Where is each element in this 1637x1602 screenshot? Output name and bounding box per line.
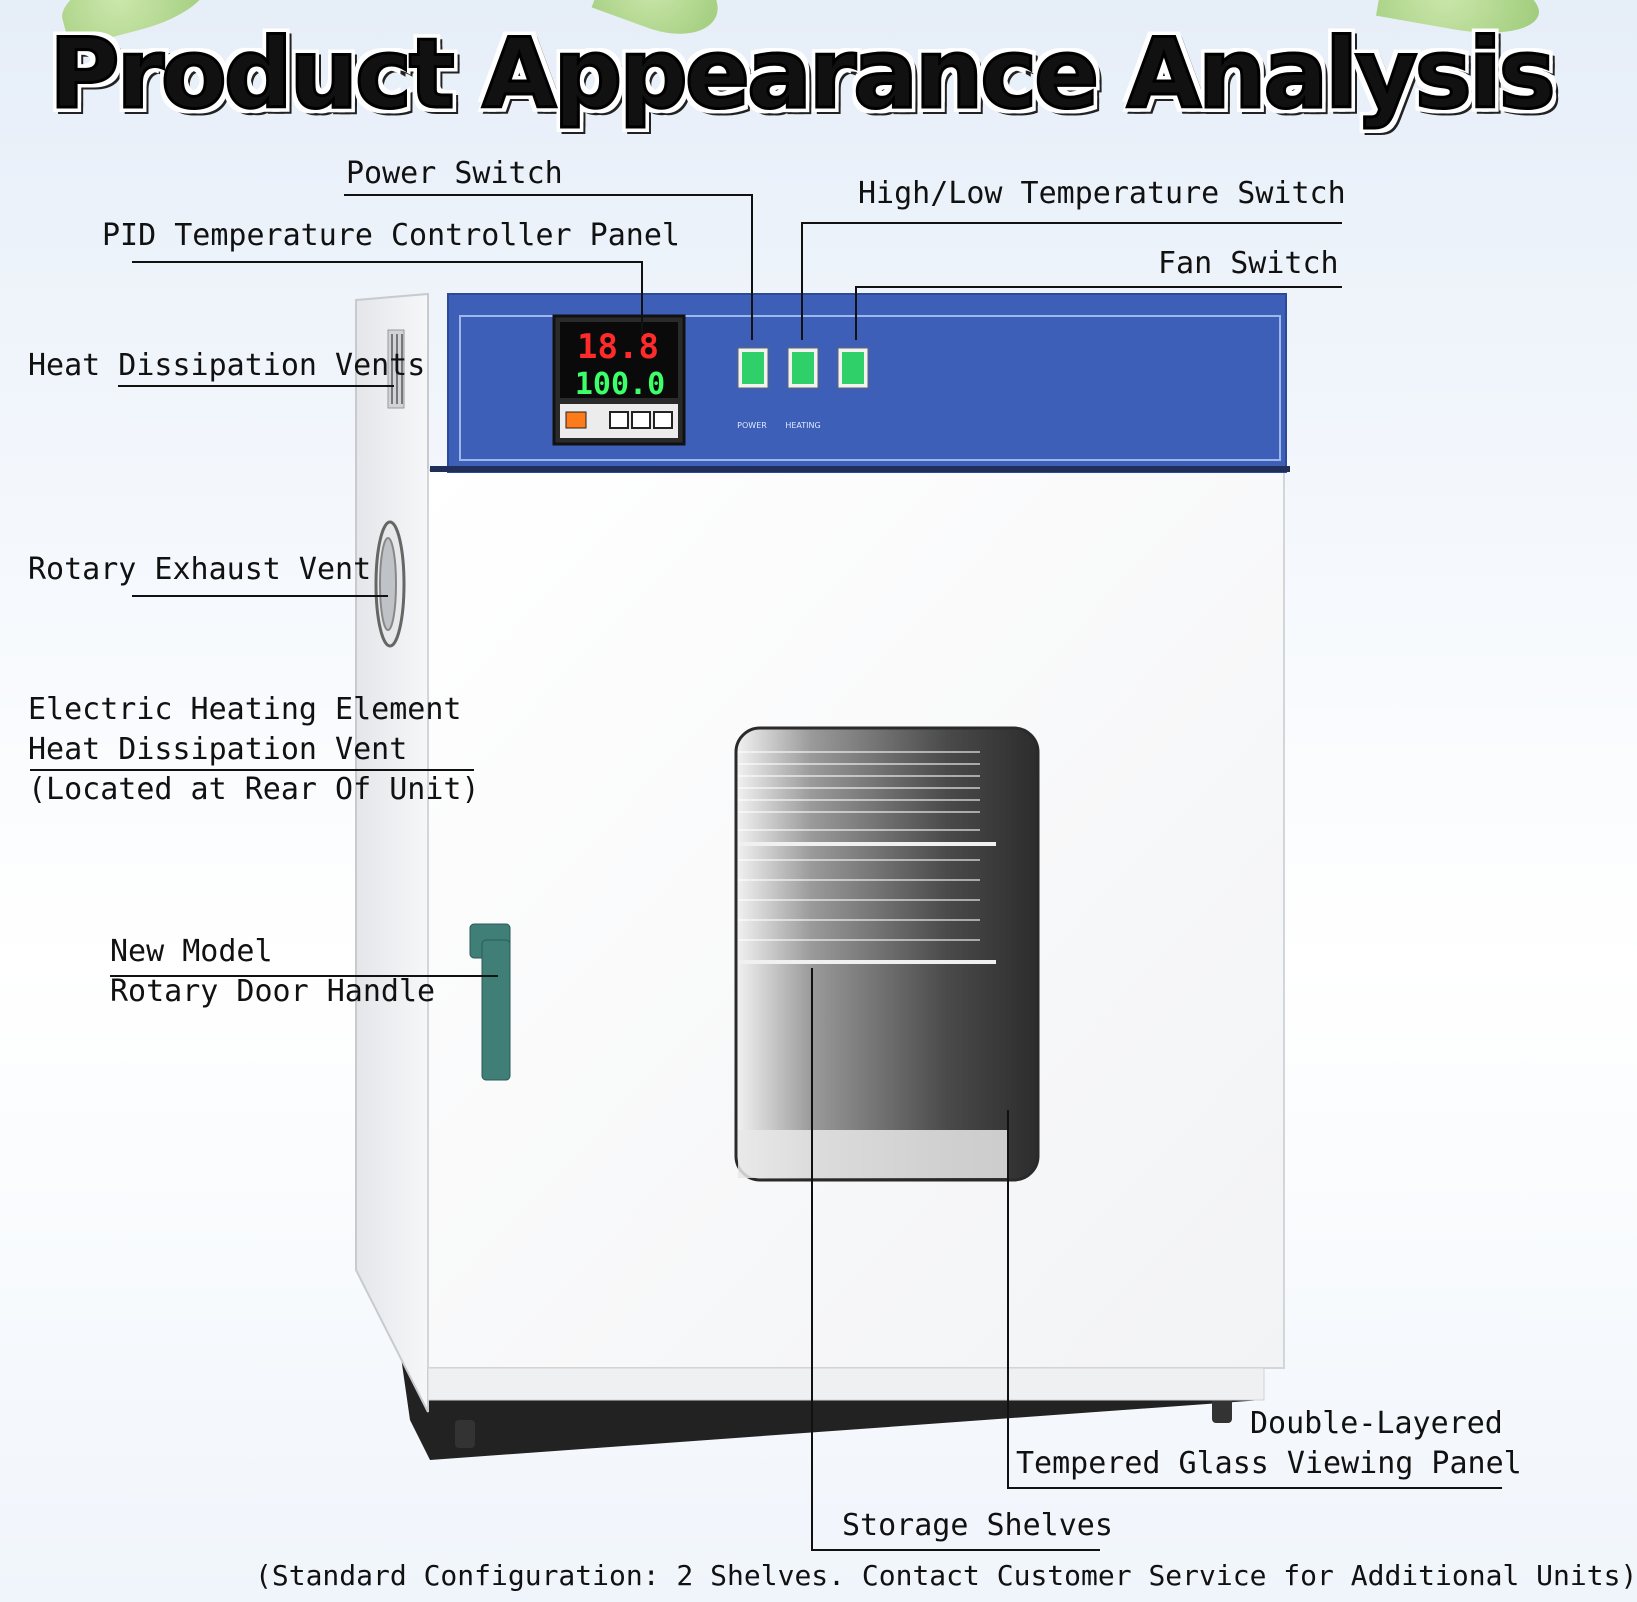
pid-up-button[interactable]: [653, 411, 673, 429]
interior-grille: [738, 751, 980, 941]
label-door-handle-line1: New Model: [110, 934, 273, 969]
oven-foot: [455, 1420, 475, 1448]
door-bottom-ledge: [427, 1367, 1265, 1401]
pid-display-pv: 18.8: [577, 327, 659, 367]
pid-display-sv: 100.0: [575, 367, 665, 402]
glass-viewing-panel: [734, 726, 1040, 1182]
label-high-low-temperature-switch: High/Low Temperature Switch: [858, 176, 1346, 211]
heating-switch-caption: HEATING: [785, 421, 820, 430]
high-low-switch-leader: [801, 222, 1342, 340]
pid-set-button[interactable]: [565, 411, 587, 429]
label-heating-element-line1: Electric Heating Element: [28, 692, 462, 727]
footnote: (Standard Configuration: 2 Shelves. Cont…: [255, 1559, 1637, 1592]
label-heating-element-line2: Heat Dissipation Vent: [28, 732, 408, 767]
oven-side-panel: [355, 292, 429, 1413]
fan-switch-leader: [855, 286, 1342, 340]
pid-shift-button[interactable]: [609, 411, 629, 429]
label-storage-shelves: Storage Shelves: [842, 1508, 1113, 1543]
label-power-switch: Power Switch: [346, 156, 563, 191]
power-switch[interactable]: POWER: [737, 347, 769, 430]
rotary-exhaust-vent[interactable]: [374, 520, 406, 648]
label-door-handle-line2: Rotary Door Handle: [110, 974, 436, 1009]
fan-switch[interactable]: [837, 347, 869, 389]
heating-switch[interactable]: HEATING: [785, 347, 821, 430]
label-glass-panel-line2: Tempered Glass Viewing Panel: [1016, 1446, 1522, 1481]
leader-lines: [30, 194, 1502, 1551]
storage-shelves-leader: [811, 968, 1100, 1551]
label-heat-dissipation-vents: Heat Dissipation Vents: [28, 348, 426, 383]
pid-panel-leader: [132, 261, 643, 336]
label-rotary-exhaust-vent: Rotary Exhaust Vent: [28, 552, 372, 587]
pid-controller[interactable]: 18.8 100.0: [552, 314, 686, 446]
oven-diagram: 18.8 100.0 POWER HEATING: [30, 194, 1502, 1551]
heat-dissipation-vents: [387, 329, 405, 409]
page-title: Product Appearance Analysis: [48, 17, 1558, 132]
label-glass-panel-line1: Double-Layered: [1250, 1406, 1503, 1441]
pid-down-button[interactable]: [631, 411, 651, 429]
label-pid-controller-panel: PID Temperature Controller Panel: [102, 218, 680, 253]
label-heating-element-line3: (Located at Rear Of Unit): [28, 772, 480, 807]
power-switch-leader: [344, 194, 753, 340]
oven-foot: [1212, 1395, 1232, 1423]
glass-panel-leader: [1007, 1110, 1502, 1489]
power-switch-caption: POWER: [737, 421, 767, 430]
label-fan-switch: Fan Switch: [1158, 246, 1339, 281]
